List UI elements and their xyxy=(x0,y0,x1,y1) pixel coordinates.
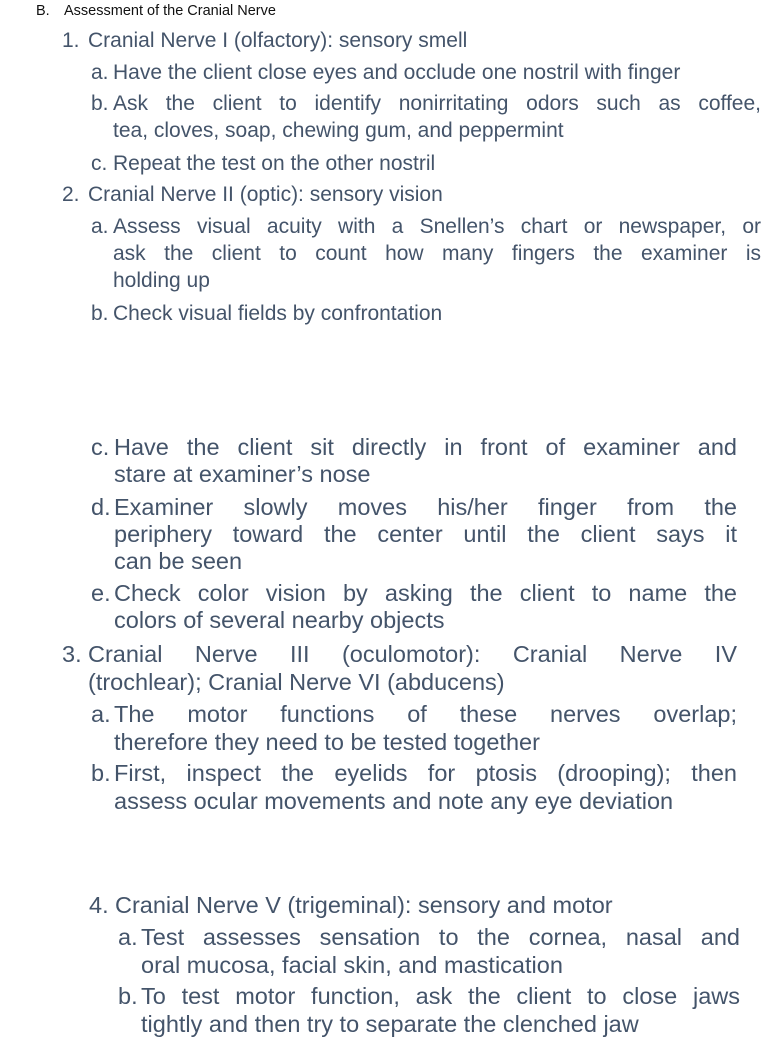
subitem-marker: b. xyxy=(91,760,111,786)
item-1-title: 1. Cranial Nerve I (olfactory): sensory … xyxy=(62,27,522,54)
subitem-marker: b. xyxy=(91,302,109,325)
subitem-marker: d. xyxy=(91,494,111,520)
subitem-marker: c. xyxy=(91,434,110,460)
item-title-line: Cranial Nerve III (oculomotor): Cranial … xyxy=(88,641,737,667)
subitem-marker: a. xyxy=(91,61,109,84)
item-4a: a. Test assesses sensation to the cornea… xyxy=(118,923,740,979)
subitem-text-line: tightly and then try to separate the cle… xyxy=(141,1011,639,1037)
item-4-title: 4. Cranial Nerve V (trigeminal): sensory… xyxy=(89,891,689,919)
section-marker: B. xyxy=(36,3,50,19)
item-3-title: 3. Cranial Nerve III (oculomotor): Crani… xyxy=(62,640,737,696)
item-2c: c. Have the client sit directly in front… xyxy=(91,434,737,488)
item-marker: 4. xyxy=(89,892,109,918)
subitem-text-line: oral mucosa, facial skin, and masticatio… xyxy=(141,952,563,978)
subitem-text-line: Assess visual acuity with a Snellen’s ch… xyxy=(113,215,761,238)
subitem-marker: b. xyxy=(118,983,138,1009)
subitem-text-line: can be seen xyxy=(114,548,243,574)
subitem-marker: a. xyxy=(91,215,109,238)
item-3b: b. First, inspect the eyelids for ptosis… xyxy=(91,759,737,815)
item-title: Cranial Nerve II (optic): sensory vision xyxy=(88,183,443,206)
subitem-text-line: The motor functions of these nerves over… xyxy=(114,701,737,727)
item-2b: b. Check visual fields by confrontation xyxy=(91,300,591,327)
subitem-text-line: Test assesses sensation to the cornea, n… xyxy=(141,924,740,950)
item-1b: b. Ask the client to identify nonirritat… xyxy=(91,90,761,144)
subitem-marker: e. xyxy=(91,580,111,606)
subitem-text: Check visual fields by confrontation xyxy=(113,302,443,325)
subitem-text-line: ask the client to count how many fingers… xyxy=(113,242,761,265)
item-2a: a. Assess visual acuity with a Snellen’s… xyxy=(91,213,761,294)
item-2d: d. Examiner slowly moves his/her finger … xyxy=(91,494,737,575)
subitem-marker: a. xyxy=(91,701,111,727)
subitem-text-line: Examiner slowly moves his/her finger fro… xyxy=(114,494,737,520)
item-3a: a. The motor functions of these nerves o… xyxy=(91,700,737,756)
subitem-text-line: colors of several nearby objects xyxy=(114,607,445,633)
subitem-text: Repeat the test on the other nostril xyxy=(113,152,436,175)
item-title: Cranial Nerve I (olfactory): sensory sme… xyxy=(88,29,468,52)
subitem-text: Have the client close eyes and occlude o… xyxy=(113,61,681,84)
subitem-text-line: tea, cloves, soap, chewing gum, and pepp… xyxy=(113,119,564,142)
subitem-text-line: To test motor function, ask the client t… xyxy=(141,983,740,1009)
item-marker: 1. xyxy=(62,29,80,52)
item-1a: a. Have the client close eyes and occlud… xyxy=(91,59,751,86)
item-title-line: (trochlear); Cranial Nerve VI (abducens) xyxy=(88,669,505,695)
subitem-text-line: Ask the client to identify nonirritating… xyxy=(113,92,761,115)
section-title: Assessment of the Cranial Nerve xyxy=(64,3,276,19)
subitem-text-line: periphery toward the center until the cl… xyxy=(114,521,737,547)
subitem-marker: c. xyxy=(91,152,108,175)
subitem-text-line: holding up xyxy=(113,269,210,292)
subitem-text-line: stare at examiner’s nose xyxy=(114,461,371,487)
subitem-text-line: First, inspect the eyelids for ptosis (d… xyxy=(114,760,737,786)
subitem-text-line: assess ocular movements and note any eye… xyxy=(114,788,674,814)
item-2e: e. Check color vision by asking the clie… xyxy=(91,580,737,634)
subitem-marker: b. xyxy=(91,92,109,115)
section-heading: B. Assessment of the Cranial Nerve xyxy=(36,3,276,19)
item-marker: 3. xyxy=(62,641,82,667)
subitem-text-line: Have the client sit directly in front of… xyxy=(114,434,737,460)
item-4b: b. To test motor function, ask the clien… xyxy=(118,982,740,1038)
item-2-title: 2. Cranial Nerve II (optic): sensory vis… xyxy=(62,181,522,208)
subitem-text-line: therefore they need to be tested togethe… xyxy=(114,729,540,755)
item-title: Cranial Nerve V (trigeminal): sensory an… xyxy=(115,892,613,918)
subitem-text-line: Check color vision by asking the client … xyxy=(114,580,737,606)
item-marker: 2. xyxy=(62,183,80,206)
subitem-marker: a. xyxy=(118,924,138,950)
item-1c: c. Repeat the test on the other nostril xyxy=(91,150,591,177)
